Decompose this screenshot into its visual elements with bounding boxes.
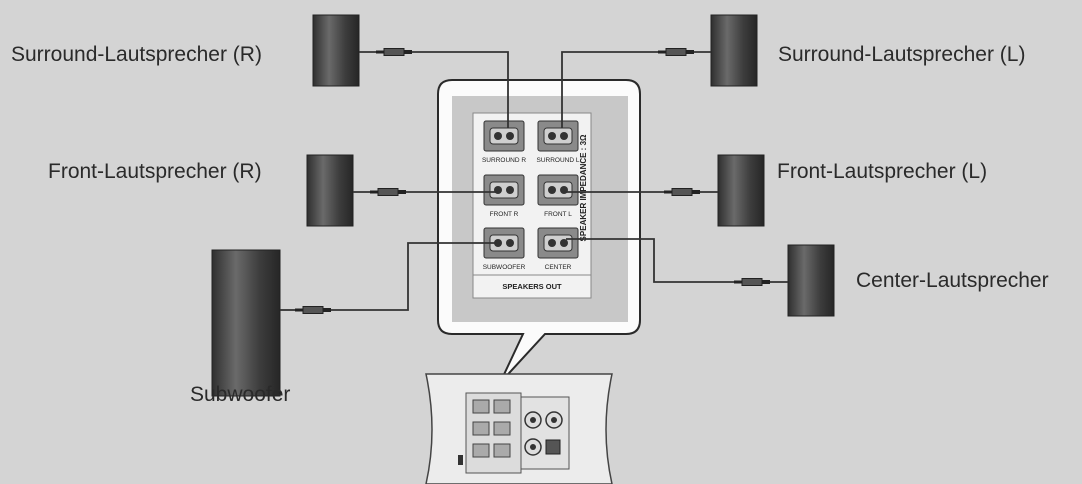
speaker-terminal-icon — [537, 227, 579, 259]
speaker-icon — [710, 14, 758, 87]
label-subwoofer: Subwoofer — [190, 383, 291, 406]
speaker-cables — [280, 51, 788, 311]
speaker-terminal-icon — [483, 174, 525, 206]
label-center: Center-Lautsprecher — [856, 269, 1049, 292]
speaker-icon — [312, 14, 360, 87]
terminal-label-front-r: FRONT R — [490, 211, 519, 218]
plug-icon — [664, 188, 700, 196]
main-unit — [425, 373, 613, 484]
plug-icon — [376, 48, 412, 56]
speakers-out-label: SPEAKERS OUT — [502, 282, 562, 291]
label-surround-right: Surround-Lautsprecher (R) — [11, 43, 262, 66]
label-surround-left: Surround-Lautsprecher (L) — [778, 43, 1026, 66]
speaker-icon — [211, 249, 281, 397]
plug-icon — [295, 306, 331, 314]
speaker-icon — [787, 244, 835, 317]
speaker-terminal-icon — [537, 120, 579, 152]
plug-icon — [658, 48, 694, 56]
terminal-label-center: CENTER — [545, 264, 572, 271]
label-front-left: Front-Lautsprecher (L) — [777, 160, 988, 183]
speaker-terminal-icon — [483, 120, 525, 152]
terminal-label-surround-r: SURROUND R — [482, 157, 526, 164]
speaker-icon — [717, 154, 765, 227]
speaker-icon — [306, 154, 354, 227]
label-front-right: Front-Lautsprecher (R) — [48, 160, 262, 183]
speaker-terminal-icon — [483, 227, 525, 259]
speaker-terminal-icon — [537, 174, 579, 206]
plug-icon — [734, 278, 770, 286]
terminal-label-surround-l: SURROUND L — [537, 157, 580, 164]
terminal-label-subwoofer: SUBWOOFER — [483, 264, 526, 271]
impedance-label: SPEAKER IMPEDANCE : 3Ω — [579, 134, 588, 241]
plug-icon — [370, 188, 406, 196]
terminal-label-front-l: FRONT L — [544, 211, 572, 218]
